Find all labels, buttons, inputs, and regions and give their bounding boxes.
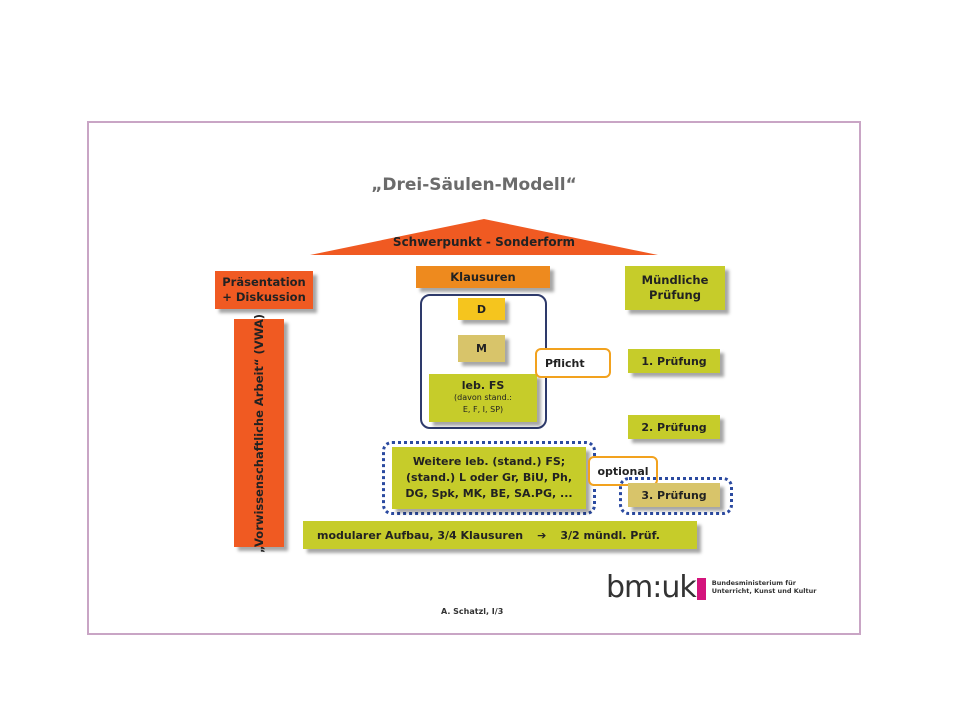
weitere-line3: DG, Spk, MK, BE, SA.PG, ... — [405, 487, 573, 500]
weitere-line2: (stand.) L oder Gr, BiU, Ph, — [406, 471, 572, 484]
muendlich-line2: Prüfung — [649, 288, 701, 302]
subject-m-box: M — [458, 335, 505, 362]
logo-text: bm:uk — [606, 569, 697, 605]
vwa-label: „Vorwissenschaftliche Arbeit“ (VWA) — [252, 313, 266, 553]
pruefung2-box: 2. Prüfung — [628, 415, 720, 439]
pflicht-label: Pflicht — [535, 348, 611, 378]
praesentation-line1: Präsentation — [222, 275, 306, 289]
weitere-box: Weitere leb. (stand.) FS; (stand.) L ode… — [392, 447, 586, 509]
weitere-line1: Weitere leb. (stand.) FS; — [412, 455, 566, 468]
author-label: A. Schatzl, I/3 — [441, 607, 504, 616]
praesentation-line2: + Diskussion — [222, 290, 306, 304]
diagram-title: „Drei-Säulen-Modell“ — [371, 175, 577, 195]
praesentation-box: Präsentation + Diskussion — [215, 271, 313, 309]
bmuk-logo: bm:uk Bundesministerium für Unterricht, … — [606, 569, 817, 605]
logo-accent — [696, 578, 706, 600]
arrow-icon: ➔ — [537, 528, 547, 542]
logo-line1: Bundesministerium für — [711, 579, 796, 587]
pruefung3-group — [619, 477, 733, 515]
vwa-box: „Vorwissenschaftliche Arbeit“ (VWA) — [234, 314, 284, 552]
pruefung3-box: 3. Prüfung — [628, 483, 720, 507]
klausuren-box: Klausuren — [416, 266, 550, 288]
subject-d-box: D — [458, 298, 505, 320]
muendlich-box: Mündliche Prüfung — [625, 266, 725, 310]
lebfs-line1: leb. FS — [461, 379, 505, 392]
modular-right: 3/2 mündl. Prüf. — [560, 528, 660, 542]
pruefung1-box: 1. Prüfung — [628, 349, 720, 373]
logo-line2: Unterricht, Kunst und Kultur — [711, 587, 817, 595]
modular-bar: modularer Aufbau, 3/4 Klausuren ➔ 3/2 mü… — [303, 521, 697, 549]
slide-frame: „Drei-Säulen-Modell“ Schwerpunkt - Sonde… — [87, 121, 861, 635]
subject-lebfs-box: leb. FS (davon stand.: E, F, I, SP) — [429, 374, 537, 422]
roof-triangle — [310, 219, 658, 255]
modular-left: modularer Aufbau, 3/4 Klausuren — [317, 528, 524, 542]
lebfs-line3: E, F, I, SP) — [462, 405, 504, 414]
lebfs-line2: (davon stand.: — [454, 393, 512, 402]
roof-label: Schwerpunkt - Sonderform — [392, 235, 576, 249]
muendlich-line1: Mündliche — [641, 273, 709, 287]
